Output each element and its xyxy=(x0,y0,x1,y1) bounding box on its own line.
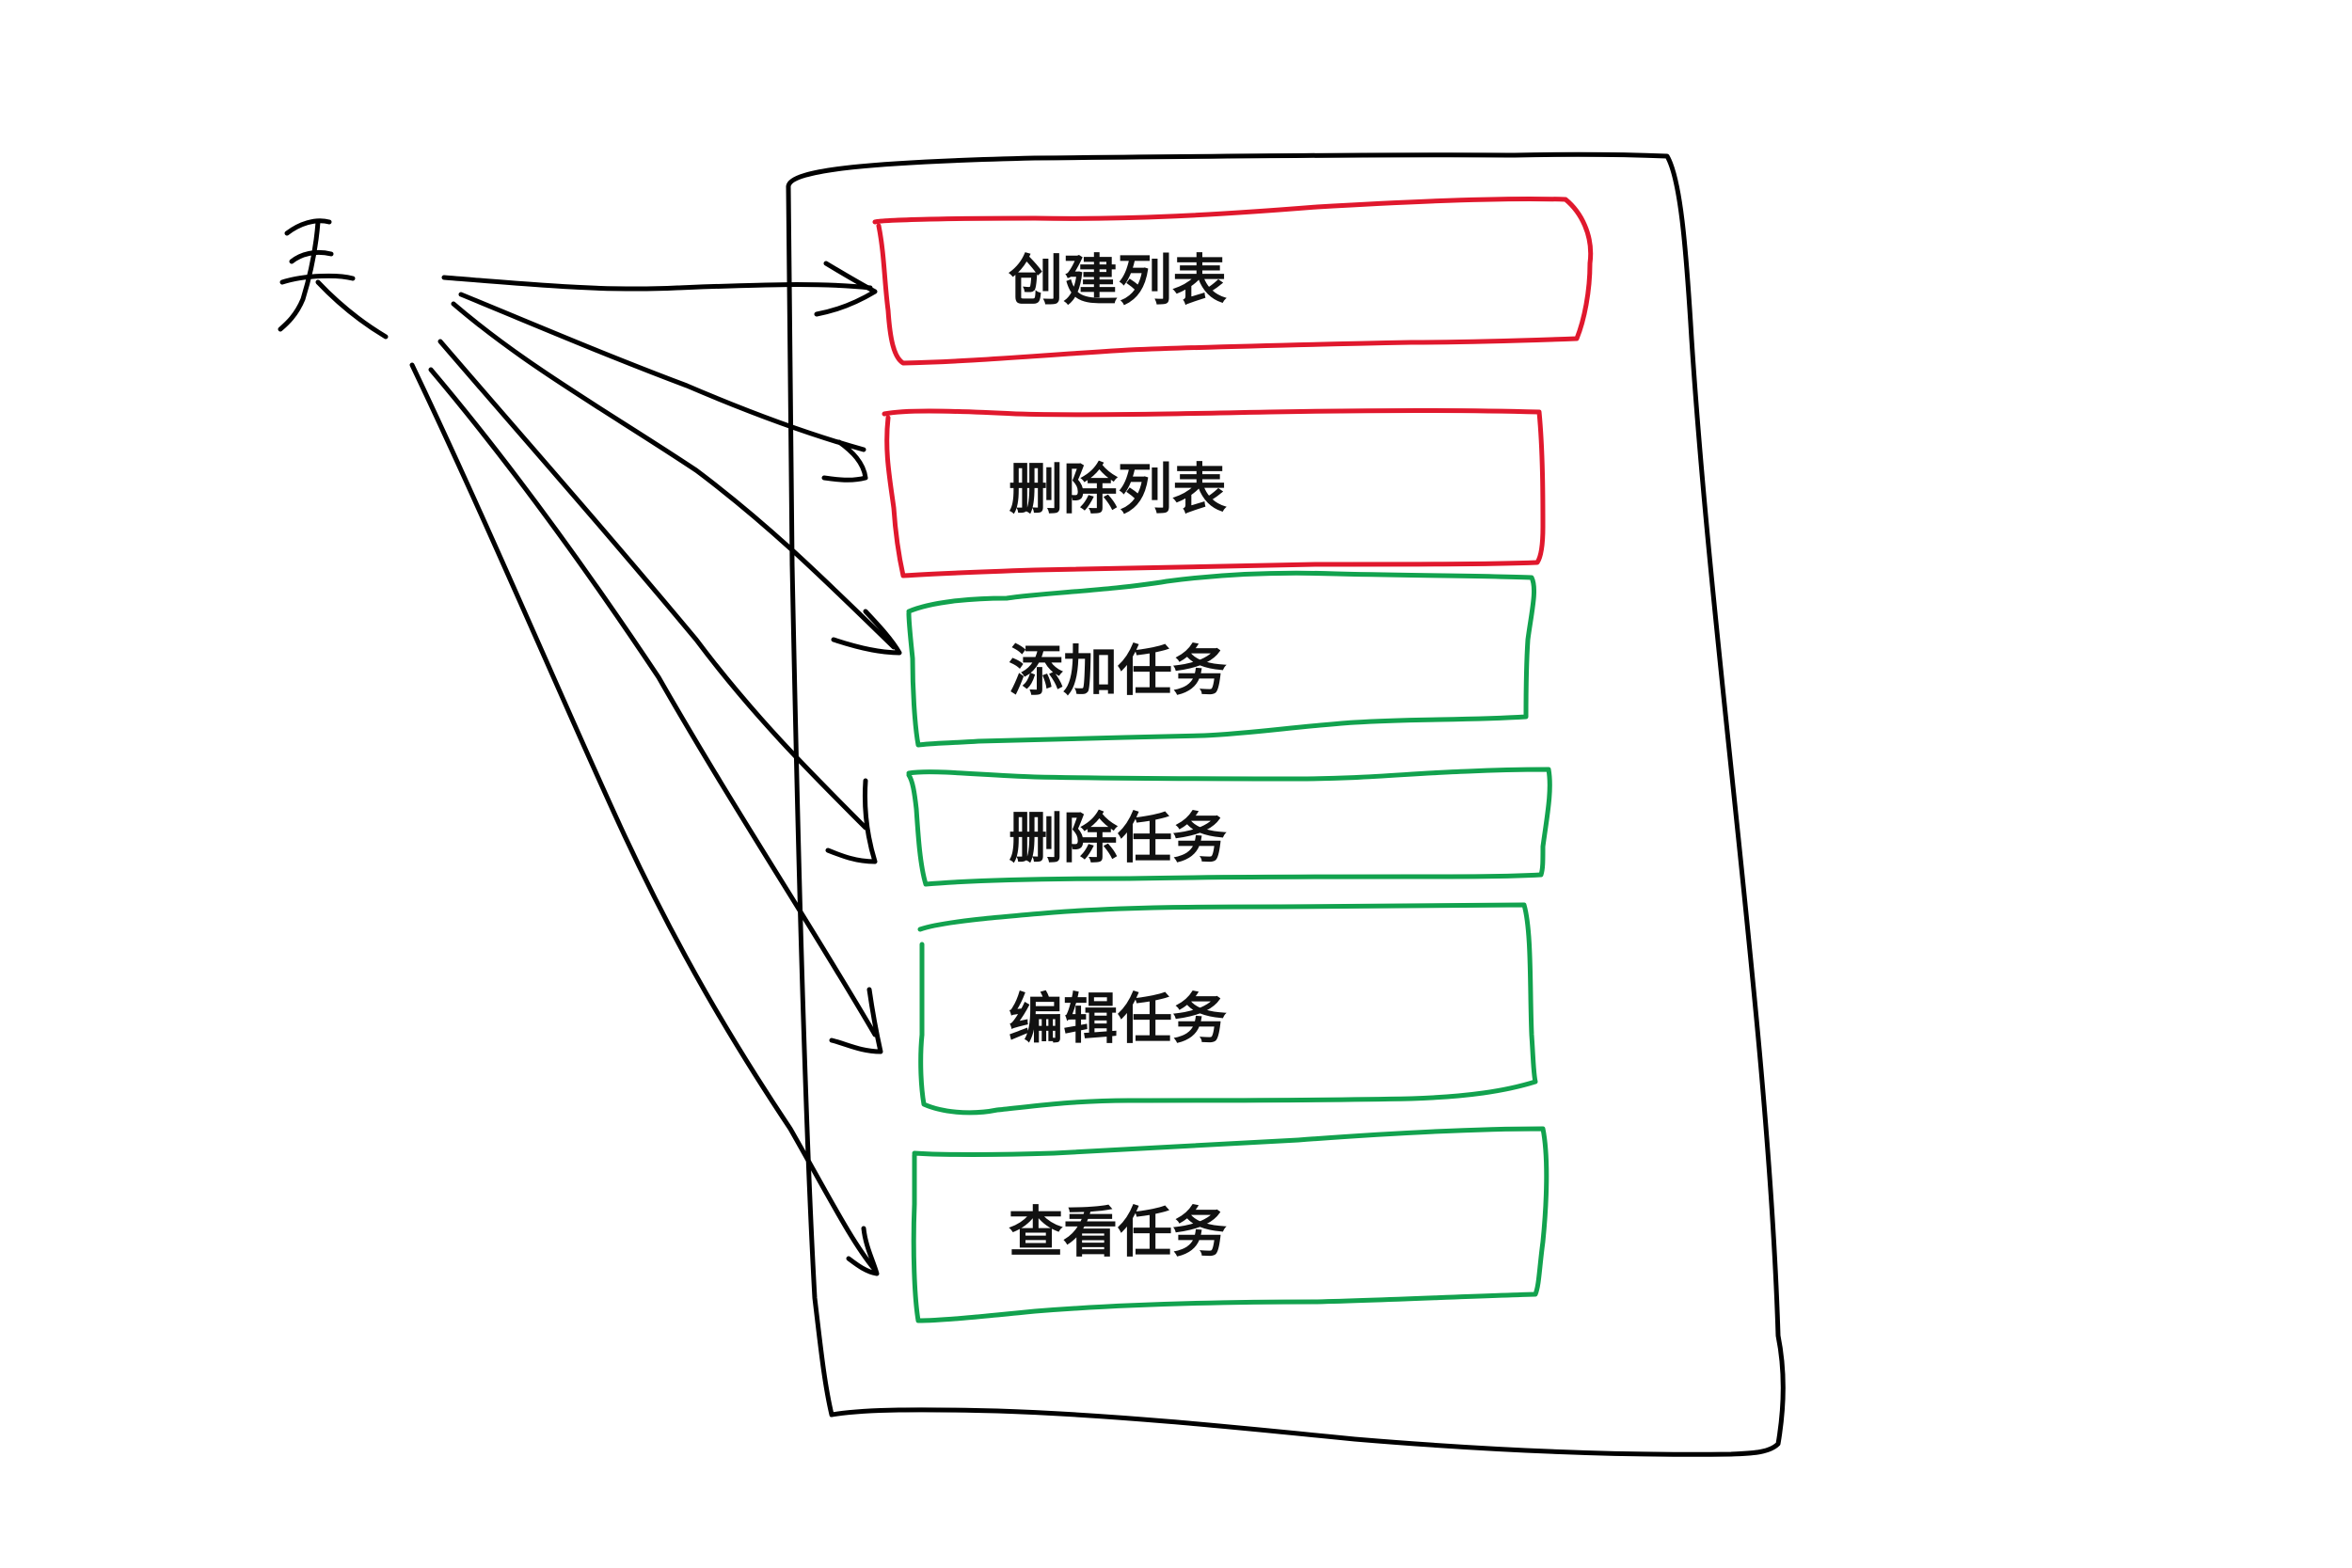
use-case-label: 查看任务 xyxy=(1009,1200,1227,1264)
use-case-label: 添加任务 xyxy=(1009,639,1227,703)
use-case-add-task: 添加任务 xyxy=(906,570,1537,748)
use-case-label: 删除任务 xyxy=(1009,806,1227,870)
use-case-create-list: 创建列表 xyxy=(872,196,1594,366)
use-case-edit-task: 编辑任务 xyxy=(917,902,1538,1116)
associations xyxy=(409,261,902,1276)
actor xyxy=(278,218,389,340)
association-arrow-3 xyxy=(451,301,902,656)
use-case-label: 创建列表 xyxy=(1009,248,1227,312)
use-case-box xyxy=(917,902,1538,1116)
use-case-view-task: 查看任务 xyxy=(911,1126,1549,1323)
use-case-box xyxy=(882,408,1546,578)
association-arrow-5 xyxy=(428,367,883,1054)
use-case-delete-list: 删除列表 xyxy=(882,408,1546,578)
system-boundary xyxy=(786,151,1786,1457)
use-case-box xyxy=(872,196,1594,366)
use-case-box xyxy=(911,1126,1549,1323)
actor-glyph-icon xyxy=(278,218,389,340)
association-arrow-4 xyxy=(437,339,878,864)
association-arrow-6 xyxy=(409,362,880,1276)
association-arrow-2 xyxy=(458,292,868,483)
association-arrow-1 xyxy=(441,261,878,317)
use-case-delete-task: 删除任务 xyxy=(906,767,1552,887)
use-case-box xyxy=(906,570,1537,748)
use-case-label: 删除列表 xyxy=(1009,457,1227,521)
use-case-label: 编辑任务 xyxy=(1009,987,1227,1051)
use-case-box xyxy=(906,767,1552,887)
